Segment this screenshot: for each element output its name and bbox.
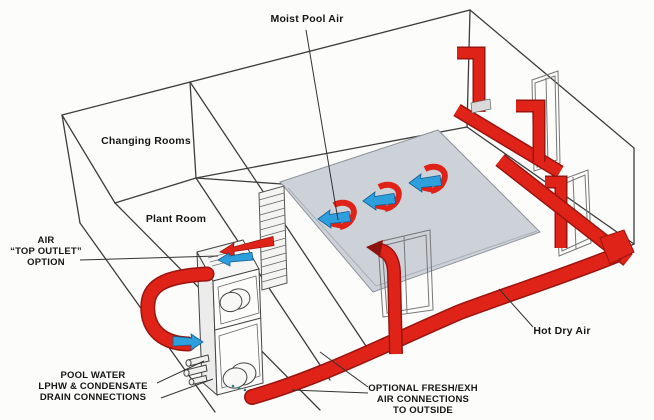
label-hot-dry-air: Hot Dry Air bbox=[533, 324, 591, 337]
label-moist-pool-air: Moist Pool Air bbox=[270, 12, 344, 25]
window-front-wall bbox=[377, 229, 434, 318]
label-line: LPHW & CONDENSATE bbox=[38, 381, 148, 393]
label-line: OPTION bbox=[27, 257, 65, 269]
label-plant-room: Plant Room bbox=[145, 212, 207, 225]
airflow-arrow-blue bbox=[217, 252, 254, 267]
duct-spigot bbox=[219, 288, 257, 389]
leader-lines bbox=[79, 29, 534, 399]
dehumidifier-unit bbox=[183, 239, 264, 397]
label-line: AIR bbox=[37, 235, 55, 247]
label-line: AIR CONNECTIONS bbox=[376, 394, 470, 406]
hot-dry-air-duct-run bbox=[244, 229, 635, 405]
pipe-connections bbox=[183, 354, 210, 386]
label-line: TO OUTSIDE bbox=[393, 405, 453, 417]
label-pool-water-connections: POOL WATER LPHW & CONDENSATE DRAIN CONNE… bbox=[38, 370, 147, 404]
label-line: “TOP OUTLET” bbox=[10, 246, 82, 258]
duct-corner-elbow bbox=[599, 229, 635, 265]
duct-collar bbox=[470, 98, 492, 114]
label-line: POOL WATER bbox=[60, 370, 126, 382]
label-line: DRAIN CONNECTIONS bbox=[39, 392, 147, 404]
airflow-arrow-blue bbox=[172, 333, 204, 351]
unit-inlet-arrows bbox=[217, 235, 275, 267]
riser-arrowhead bbox=[366, 240, 383, 257]
top-outlet-duct bbox=[140, 266, 215, 352]
label-air-top-outlet: AIR “TOP OUTLET” OPTION bbox=[10, 235, 82, 269]
label-changing-rooms: Changing Rooms bbox=[101, 134, 191, 147]
pool-surface bbox=[279, 129, 541, 293]
label-optional-connections: OPTIONAL FRESH/EXH AIR CONNECTIONS TO OU… bbox=[368, 383, 478, 417]
label-line: OPTIONAL FRESH/EXH bbox=[368, 383, 478, 395]
